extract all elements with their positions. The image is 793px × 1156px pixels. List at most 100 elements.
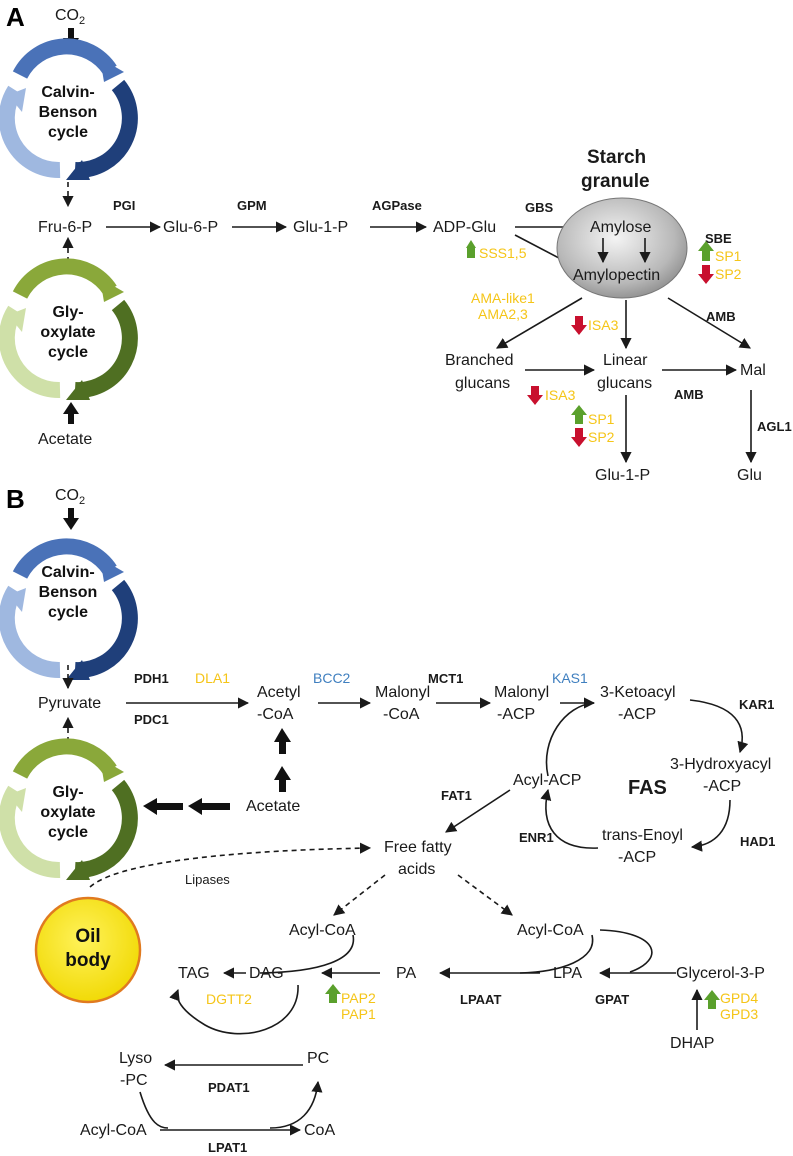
calvin-label-3-a: cycle (48, 124, 88, 141)
enzyme-pdh1: PDH1 (134, 671, 169, 686)
calvin-label-2-b: Benson (39, 584, 98, 601)
enzyme-amb-2: AMB (674, 387, 704, 402)
amylose: Amylose (590, 219, 651, 236)
acyl-coa-left: Acyl-CoA (289, 922, 356, 939)
linear-glucans-2: glucans (597, 375, 652, 392)
thick-arrow-acetate-up-1 (274, 766, 291, 792)
enzyme-pap2: PAP2 (341, 990, 376, 1006)
oil-body-label-1: Oil (75, 926, 100, 947)
hydroxyacyl-acp-1: 3-Hydroxyacyl (670, 756, 771, 773)
ketoacyl-acp-1: 3-Ketoacyl (600, 684, 676, 701)
enzyme-bcc2: BCC2 (313, 670, 351, 686)
glyoxylate-cycle-b: Gly- oxylate cycle (0, 738, 138, 880)
down-arrow-isa3-2-head (527, 395, 543, 405)
curve-acylcoa-lpa (599, 929, 653, 973)
enzyme-dla1: DLA1 (195, 670, 230, 686)
enzyme-kas1: KAS1 (552, 670, 588, 686)
curve-lpat-pc (269, 1080, 323, 1129)
lyso-pc-2: -PC (120, 1072, 148, 1089)
oil-body (34, 896, 142, 1004)
acyl-coa-right: Acyl-CoA (517, 922, 584, 939)
curve-enoyl-acylacp (540, 788, 599, 849)
enzyme-pap1: PAP1 (341, 1006, 376, 1022)
enzyme-gpm: GPM (237, 198, 267, 213)
lpa: LPA (553, 965, 582, 982)
pa: PA (396, 965, 416, 982)
enzyme-dgtt2: DGTT2 (206, 991, 252, 1007)
enzyme-isa3-2: ISA3 (545, 387, 576, 403)
free-fatty-acids-1: Free fatty (384, 839, 452, 856)
enzyme-sp1-b: SP1 (588, 411, 615, 427)
curve-acylcoa-tag (259, 934, 355, 974)
glyox-label-1-a: Gly- (52, 304, 83, 321)
malonyl-coa-1: Malonyl (375, 684, 430, 701)
curve-acylacp-ketoacyl (545, 702, 595, 777)
coa: CoA (304, 1122, 335, 1139)
acetate-b: Acetate (246, 798, 300, 815)
mal: Mal (740, 362, 766, 379)
enzyme-pdat1: PDAT1 (208, 1080, 250, 1095)
enoyl-acp-1: trans-Enoyl (602, 827, 683, 844)
up-arrow-pap2 (329, 993, 337, 1003)
down-arrow-isa3-1-head (571, 325, 587, 335)
enzyme-ama-2: AMA2,3 (478, 306, 528, 322)
glyox-label-2-a: oxylate (40, 324, 95, 341)
tag: TAG (178, 965, 210, 982)
enzyme-gbs: GBS (525, 200, 554, 215)
calvin-label-1-b: Calvin- (41, 564, 94, 581)
co2-label-a: CO2 (55, 7, 85, 27)
ketoacyl-acp-2: -ACP (618, 706, 656, 723)
dag: DAG (249, 965, 284, 982)
pyruvate: Pyruvate (38, 695, 101, 712)
enzyme-pdc1: PDC1 (134, 712, 169, 727)
linear-glucans-1: Linear (603, 352, 648, 369)
glyox-label-3-a: cycle (48, 344, 88, 361)
starch-title-2: granule (581, 171, 650, 192)
enzyme-fat1: FAT1 (441, 788, 472, 803)
enzyme-pgi: PGI (113, 198, 135, 213)
glycerol-3-p: Glycerol-3-P (676, 965, 765, 982)
enzyme-agpase: AGPase (372, 198, 422, 213)
oil-body-label-2: body (65, 950, 111, 971)
down-arrow-sp2-b (575, 428, 583, 438)
enzyme-lpaat: LPAAT (460, 992, 501, 1007)
calvin-label-1-a: Calvin- (41, 84, 94, 101)
dashed-arrow-ffa-acylcoa-left (333, 874, 386, 916)
up-arrow-sp1-b (575, 414, 583, 424)
calvin-cycle-b: Calvin- Benson cycle (0, 538, 138, 680)
calvin-label-2-a: Benson (39, 104, 98, 121)
curve-acylcoa-pa (519, 934, 594, 974)
down-arrow-isa3-2 (531, 386, 539, 396)
thick-arrow-acetate-a (63, 402, 79, 424)
lipases: Lipases (185, 872, 230, 887)
enzyme-amb-1: AMB (706, 309, 736, 324)
enzyme-agl1: AGL1 (757, 419, 792, 434)
panel-a-label: A (6, 2, 25, 32)
down-arrow-sp2-a-head (698, 274, 714, 284)
up-arrow-sp1-b-head (571, 405, 587, 415)
arrow-acylacp-ffa (445, 789, 511, 833)
enzyme-sp2-a: SP2 (715, 266, 742, 282)
enzyme-isa3-1: ISA3 (588, 317, 619, 333)
curve-hydroxyacyl-enoyl (690, 799, 731, 852)
up-arrow-sp1-a (702, 250, 710, 261)
enzyme-gpat: GPAT (595, 992, 629, 1007)
up-arrow-sp1-a-head (698, 241, 714, 251)
curve-lysopc-lpat (139, 1091, 169, 1129)
enzyme-kar1: KAR1 (739, 697, 774, 712)
branched-glucans-1: Branched (445, 352, 514, 369)
enzyme-gpd3: GPD3 (720, 1006, 758, 1022)
starch-granule (556, 197, 688, 299)
glyoxylate-cycle-a: Gly- oxylate cycle (0, 258, 138, 400)
up-arrow-gpd4-head (704, 990, 720, 1000)
acyl-acp: Acyl-ACP (513, 772, 581, 789)
curve-dag-tag-pdat (169, 984, 299, 1035)
dashed-curve-oilbody-ffa (89, 842, 372, 888)
glu: Glu (737, 467, 762, 484)
enzyme-enr1: ENR1 (519, 830, 554, 845)
down-arrow-sp2-b-head (571, 437, 587, 447)
glu-1-p-a: Glu-1-P (293, 219, 348, 236)
dhap: DHAP (670, 1035, 714, 1052)
acetyl-coa-2: -CoA (257, 706, 294, 723)
